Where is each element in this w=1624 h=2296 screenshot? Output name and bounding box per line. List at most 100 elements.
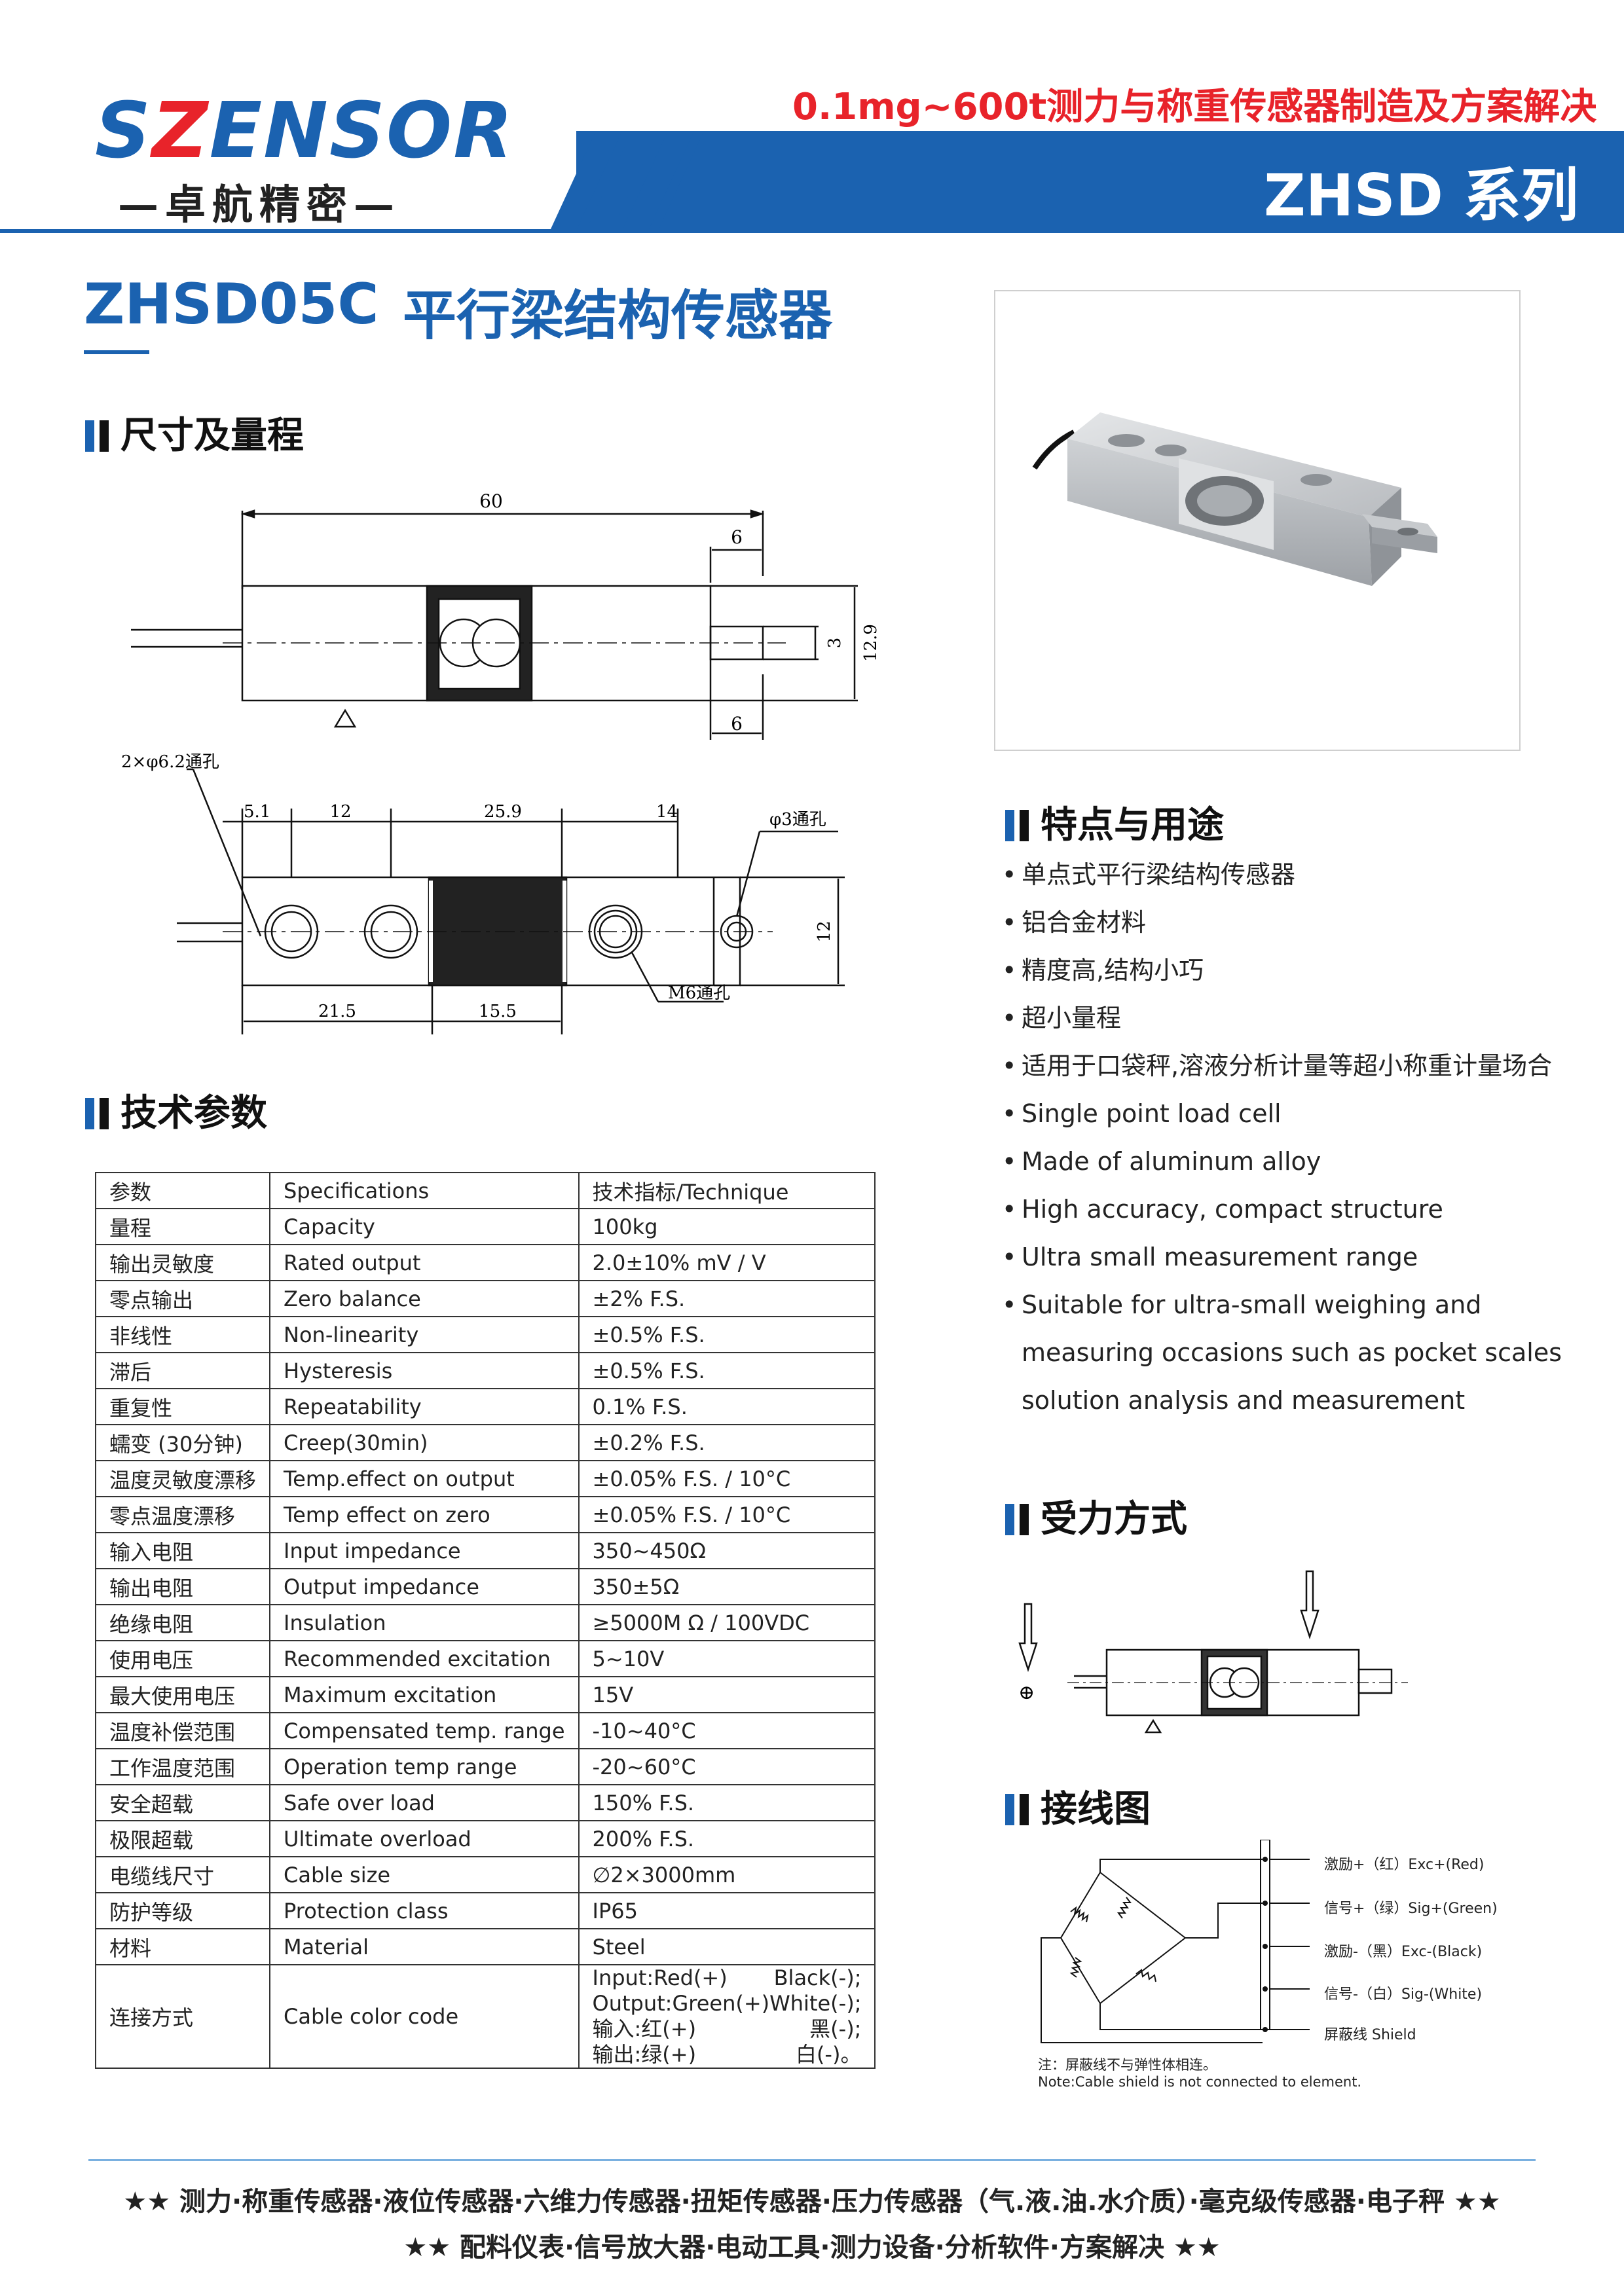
feature-text: solution analysis and measurement — [1022, 1386, 1466, 1415]
table-cell: 输出电阻 — [94, 1568, 271, 1605]
table-cell: Maximum excitation — [269, 1676, 580, 1713]
feature-text: Single point load cell — [1022, 1099, 1282, 1128]
table-cell: 温度补偿范围 — [94, 1712, 271, 1749]
table-cell: 5~10V — [578, 1640, 876, 1677]
table-cell: 150% F.S. — [578, 1784, 876, 1821]
table-cell: 非线性 — [94, 1316, 271, 1353]
table-cell: Non-linearity — [269, 1316, 580, 1353]
table-cell: Specifications — [269, 1172, 580, 1209]
feature-text: Made of aluminum alloy — [1022, 1147, 1321, 1176]
list-item: •单点式平行梁结构传感器 — [1002, 860, 1296, 889]
dim-total-height: 12.9 — [861, 624, 877, 662]
table-cell: -20~60°C — [578, 1748, 876, 1785]
section-dimensions-label: 尺寸及量程 — [120, 414, 304, 457]
wiring-note-en: Note:Cable shield is not connected to el… — [1038, 2074, 1362, 2090]
table-cell: 绝缘电阻 — [94, 1604, 271, 1641]
header-tagline: 0.1mg~600t测力与称重传感器制造及方案解决 — [792, 86, 1597, 128]
table-cell: 温度灵敏度漂移 — [94, 1460, 271, 1497]
table-cell: 材料 — [94, 1928, 271, 1965]
wire-label-exc-plus: 激励+（红）Exc+(Red) — [1324, 1857, 1485, 1873]
table-cell: 零点温度漂移 — [94, 1496, 271, 1533]
table-cell: 滞后 — [94, 1352, 271, 1389]
cable-line-4a: 输出:绿(+) — [592, 2042, 697, 2067]
list-item: •铝合金材料 — [1002, 908, 1147, 937]
table-cell: 15V — [578, 1676, 876, 1713]
table-cell: 使用电压 — [94, 1640, 271, 1677]
table-cell: -10~40°C — [578, 1712, 876, 1749]
dim-b1: 21.5 — [318, 1002, 356, 1021]
cable-line-4b: 白(-)。 — [795, 2042, 862, 2067]
brand-z: Z — [152, 85, 210, 175]
model-number: ZHSD05C — [84, 272, 379, 337]
front-view-drawing: 2×φ6.2通孔 5.1 12 25.9 14 φ3通孔 12 21.5 15.… — [121, 752, 845, 1034]
wire-label-shield: 屏蔽线 Shield — [1324, 2027, 1416, 2043]
loading-diagram: ⊕ — [1018, 1570, 1408, 1734]
footer-line-2: ★★ 配料仪表·信号放大器·电动工具·测力设备·分析软件·方案解决 ★★ — [403, 2232, 1221, 2263]
dim-b2: 15.5 — [479, 1002, 517, 1021]
cable-line-1b: Black(-); — [773, 1965, 862, 1990]
wiring-note-cn: 注：屏蔽线不与弹性体相连。 — [1038, 2057, 1217, 2073]
table-cell: ≥5000M Ω / 100VDC — [578, 1604, 876, 1641]
brand-rest: ENSOR — [209, 85, 515, 175]
table-cell: ±0.2% F.S. — [578, 1424, 876, 1461]
section-loading-heading: 受力方式 — [1005, 1489, 1187, 1542]
table-cell: 最大使用电压 — [94, 1676, 271, 1713]
load-cell-image — [1032, 412, 1437, 586]
m6-note: M6通孔 — [668, 983, 730, 1003]
table-cell: Safe over load — [269, 1784, 580, 1821]
feature-text: measuring occasions such as pocket scale… — [1022, 1338, 1562, 1367]
top-view-drawing: 60 6 6 3 12.9 — [131, 490, 877, 740]
table-cell: Recommended excitation — [269, 1640, 580, 1677]
dim-d2: 12 — [329, 802, 351, 822]
feature-text: 铝合金材料 — [1022, 908, 1147, 937]
table-cell: ±2% F.S. — [578, 1280, 876, 1317]
table-cell: 350~450Ω — [578, 1532, 876, 1569]
table-cell: 0.1% F.S. — [578, 1388, 876, 1425]
table-cell: Material — [269, 1928, 580, 1965]
table-cell: Hysteresis — [269, 1352, 580, 1389]
table-cell: Compensated temp. range — [269, 1712, 580, 1749]
table-row: 蠕变 (30分钟)Creep(30min)±0.2% F.S. — [94, 1424, 876, 1461]
dim-height: 12 — [815, 920, 834, 942]
feature-text: High accuracy, compact structure — [1022, 1195, 1443, 1224]
dim-length: 60 — [479, 490, 503, 512]
list-item: •Made of aluminum alloy — [1002, 1147, 1321, 1176]
cable-line-3b: 黑(-); — [809, 2016, 862, 2041]
table-cell: 重复性 — [94, 1388, 271, 1425]
header-white-area — [0, 131, 576, 230]
list-item-continuation: solution analysis and measurement — [1002, 1377, 1562, 1425]
table-cell: ±0.05% F.S. / 10°C — [578, 1460, 876, 1497]
series-title: ZHSD 系列 — [1264, 162, 1579, 229]
cable-line-3a: 输入:红(+) — [592, 2016, 697, 2041]
table-cell: Zero balance — [269, 1280, 580, 1317]
dim-end-top: 6 — [731, 526, 743, 548]
table-cell: IP65 — [578, 1892, 876, 1929]
dim-tab-height: 3 — [825, 638, 845, 649]
table-cell: Operation temp range — [269, 1748, 580, 1785]
table-cell: 极限超载 — [94, 1820, 271, 1857]
list-item: •精度高,结构小巧 — [1002, 956, 1204, 985]
cable-line-2b: White(-); — [769, 1991, 862, 2016]
dim-end-bottom: 6 — [731, 713, 743, 735]
table-cell: Ultimate overload — [269, 1820, 580, 1857]
cable-codes: Input:Red(+)Black(-); Output:Green(+)Whi… — [578, 1964, 876, 2069]
wire-label-exc-minus: 激励-（黑）Exc-(Black) — [1324, 1944, 1483, 1960]
dim-d1: 5.1 — [244, 802, 270, 822]
list-item: •Suitable for ultra-small weighing and — [1002, 1290, 1482, 1319]
table-cell: 安全超载 — [94, 1784, 271, 1821]
table-cell: 电缆线尺寸 — [94, 1856, 271, 1893]
brand-prefix: S — [95, 85, 152, 175]
cable-line-1a: Input:Red(+) — [592, 1965, 728, 1990]
table-cell: Temp.effect on output — [269, 1460, 580, 1497]
table-cell: Cable size — [269, 1856, 580, 1893]
